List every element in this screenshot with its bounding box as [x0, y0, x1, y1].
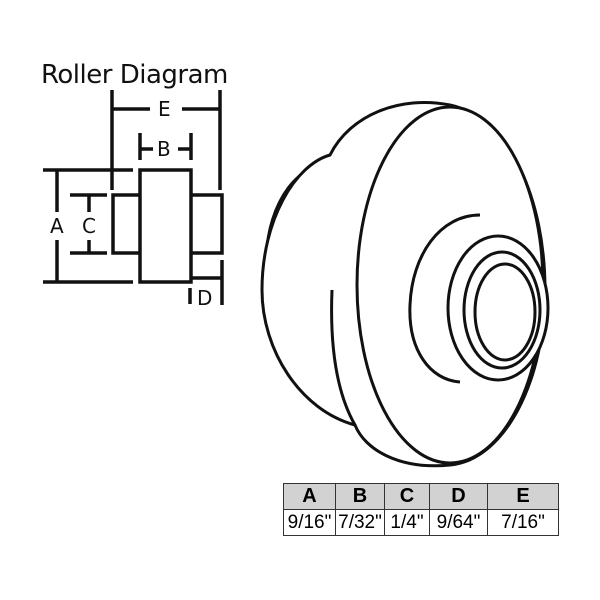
header-cell: D — [429, 483, 488, 510]
dimension-label-a: A — [50, 214, 64, 238]
value-cell: 7/16" — [487, 509, 559, 536]
dimensions-table: A B C D E 9/16" 7/32" 1/4" 9/64" 7/16" — [283, 483, 559, 536]
dimension-label-c: C — [82, 214, 96, 238]
header-cell: B — [335, 483, 385, 510]
dimension-label-b: B — [157, 137, 171, 161]
dimension-label-d: D — [197, 286, 213, 310]
header-cell: C — [384, 483, 430, 510]
table-row: 9/16" 7/32" 1/4" 9/64" 7/16" — [283, 509, 559, 536]
header-cell: E — [487, 483, 559, 510]
diagram-title: Roller Diagram — [41, 60, 228, 90]
dimension-label-e: E — [158, 97, 171, 121]
value-cell: 7/32" — [335, 509, 385, 536]
value-cell: 1/4" — [384, 509, 430, 536]
side-view-lines — [43, 90, 224, 305]
table-header-row: A B C D E — [283, 483, 559, 510]
value-cell: 9/16" — [283, 509, 336, 536]
roller-3d-drawing — [260, 100, 550, 468]
header-cell: A — [283, 483, 336, 510]
value-cell: 9/64" — [429, 509, 488, 536]
